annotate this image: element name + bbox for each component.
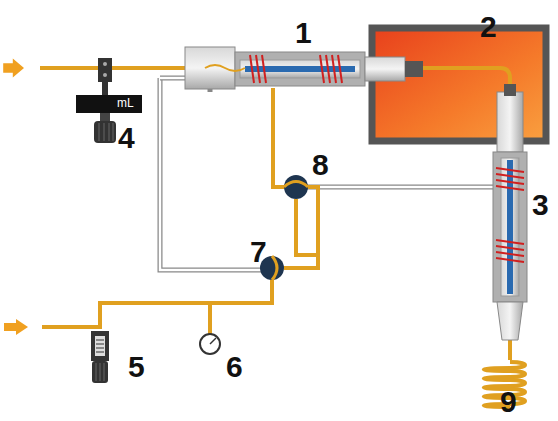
callout-number: 5 xyxy=(128,352,145,382)
coil-winding xyxy=(250,55,254,83)
coil-winding xyxy=(496,174,524,178)
coil-winding xyxy=(496,258,524,262)
flow-unit: mL xyxy=(117,97,134,109)
coil-winding xyxy=(332,55,336,83)
coil-winding xyxy=(256,55,260,83)
callout-number: 3 xyxy=(532,190,549,220)
callout-number: 1 xyxy=(295,18,312,48)
coil-winding xyxy=(496,168,524,172)
coil-winding xyxy=(338,55,342,83)
coil-winding xyxy=(496,186,524,190)
callout-number: 2 xyxy=(480,12,497,42)
coil-winding xyxy=(496,252,524,256)
coil-winding xyxy=(496,240,524,244)
coil-winding xyxy=(262,55,266,83)
callout-number: 7 xyxy=(250,237,267,267)
callout-number: 8 xyxy=(312,150,329,180)
callout-number: 6 xyxy=(226,352,243,382)
coil-winding xyxy=(496,246,524,250)
callout-number: 9 xyxy=(500,387,517,417)
coil-winding xyxy=(320,55,324,83)
coil-winding xyxy=(496,180,524,184)
coil-winding xyxy=(326,55,330,83)
callout-number: 4 xyxy=(118,123,135,153)
